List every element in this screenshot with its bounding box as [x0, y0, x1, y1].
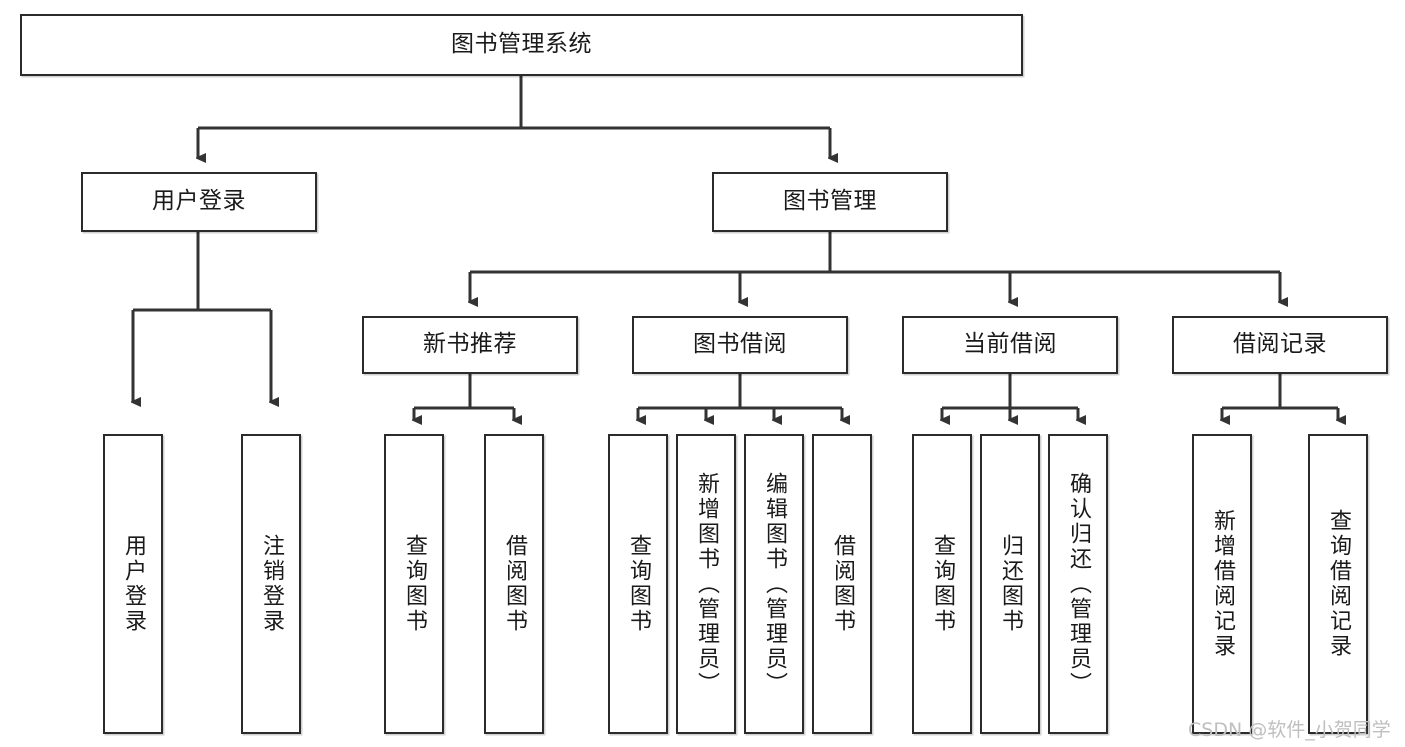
leaf-borrow-add-book-admin[interactable]: 新增图书（管理员） [676, 434, 736, 734]
node-label: 新增借阅记录 [1210, 509, 1235, 659]
node-label: 注销登录 [259, 534, 284, 634]
leaf-record-add-borrow-record[interactable]: 新增借阅记录 [1192, 434, 1252, 734]
node-book-borrow[interactable]: 图书借阅 [632, 316, 848, 374]
node-label: 新增图书（管理员） [694, 471, 719, 697]
node-label: 确认归还（管理员） [1066, 471, 1091, 697]
node-label: 查询图书 [930, 534, 955, 634]
node-current-borrow[interactable]: 当前借阅 [902, 316, 1118, 374]
leaf-borrow-query-book[interactable]: 查询图书 [608, 434, 668, 734]
node-label: 查询借阅记录 [1326, 509, 1351, 659]
leaf-user-login-signout[interactable]: 注销登录 [241, 434, 301, 734]
node-label: 用户登录 [121, 534, 146, 634]
node-label: 编辑图书（管理员） [762, 471, 787, 697]
leaf-current-return-book[interactable]: 归还图书 [980, 434, 1040, 734]
leaf-current-query-book[interactable]: 查询图书 [912, 434, 972, 734]
leaf-record-query-borrow-record[interactable]: 查询借阅记录 [1308, 434, 1368, 734]
node-label: 图书管理 [783, 188, 877, 215]
node-label: 当前借阅 [963, 331, 1057, 358]
leaf-current-confirm-return-admin[interactable]: 确认归还（管理员） [1048, 434, 1108, 734]
leaf-borrow-borrow-book[interactable]: 借阅图书 [812, 434, 872, 734]
node-book-management[interactable]: 图书管理 [712, 172, 948, 232]
node-borrow-record[interactable]: 借阅记录 [1172, 316, 1388, 374]
node-label: 借阅记录 [1233, 331, 1327, 358]
node-label: 归还图书 [998, 534, 1023, 634]
csdn-watermark: CSDN @软件_小贺同学 [1188, 719, 1391, 741]
node-label: 图书借阅 [693, 331, 787, 358]
node-user-login[interactable]: 用户登录 [81, 172, 317, 232]
leaf-user-login-signin[interactable]: 用户登录 [103, 434, 163, 734]
node-label: 借阅图书 [830, 534, 855, 634]
node-label: 新书推荐 [423, 331, 517, 358]
node-label: 图书管理系统 [451, 31, 592, 58]
node-label: 查询图书 [626, 534, 651, 634]
leaf-new-book-borrow[interactable]: 借阅图书 [484, 434, 544, 734]
node-label: 借阅图书 [502, 534, 527, 634]
node-label: 用户登录 [152, 188, 246, 215]
node-root-book-management-system[interactable]: 图书管理系统 [20, 14, 1023, 76]
node-new-book-recommend[interactable]: 新书推荐 [362, 316, 578, 374]
leaf-new-book-query[interactable]: 查询图书 [384, 434, 444, 734]
node-label: 查询图书 [402, 534, 427, 634]
leaf-borrow-edit-book-admin[interactable]: 编辑图书（管理员） [744, 434, 804, 734]
